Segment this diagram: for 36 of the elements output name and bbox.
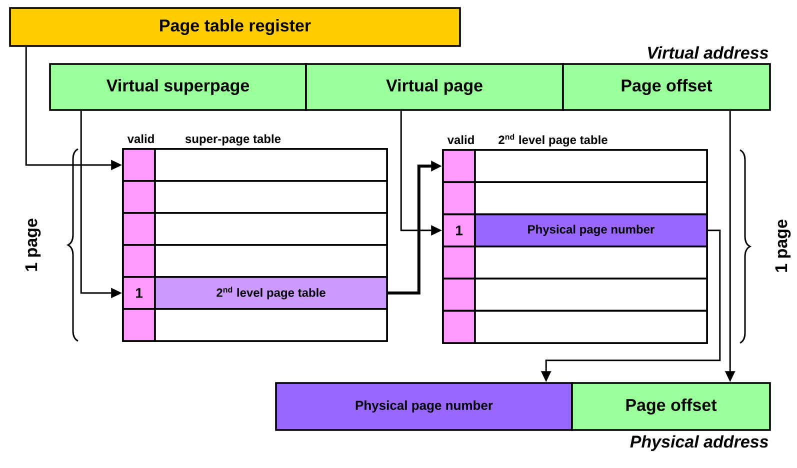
valid-bit-cell xyxy=(122,244,156,278)
address-field: Page offset xyxy=(562,63,771,111)
address-field: Physical page number xyxy=(275,382,573,431)
table-entry xyxy=(474,181,708,216)
address-field: Virtual superpage xyxy=(49,63,307,111)
brace-label: 1 page xyxy=(25,218,41,271)
valid-bit-cell xyxy=(122,212,156,246)
valid-bit-cell xyxy=(122,148,156,182)
table-entry xyxy=(154,212,388,246)
table-entry xyxy=(154,244,388,278)
brace-label: 1 page xyxy=(775,220,791,272)
valid-bit-cell xyxy=(442,149,476,184)
table-entry xyxy=(474,246,708,280)
table-entry xyxy=(154,308,388,342)
valid-bit-cell xyxy=(442,246,476,280)
valid-bit-cell xyxy=(122,180,156,214)
table-entry xyxy=(474,310,708,344)
table-entry xyxy=(474,149,708,184)
valid-bit-cell xyxy=(442,181,476,216)
valid-bit-cell: 1 xyxy=(442,213,476,248)
table-entry xyxy=(474,278,708,312)
node-label: valid xyxy=(447,135,474,144)
address-field: Virtual page xyxy=(305,63,564,111)
address-field: Page offset xyxy=(571,382,771,431)
table-entry: Physical page number xyxy=(474,213,708,248)
valid-bit-cell xyxy=(442,310,476,344)
node-label: 2$^{nd}$ level page table xyxy=(498,134,608,147)
register-box: Page table register xyxy=(9,7,461,47)
valid-bit-cell: 1 xyxy=(122,276,156,310)
table-entry: 2$^{nd}$ level page table xyxy=(154,276,388,310)
node-label: super-page table xyxy=(185,134,281,146)
table-entry xyxy=(154,148,388,182)
valid-bit-cell xyxy=(122,308,156,342)
valid-bit-cell xyxy=(442,278,476,312)
node-label: valid xyxy=(127,134,154,144)
table-entry xyxy=(154,180,388,214)
